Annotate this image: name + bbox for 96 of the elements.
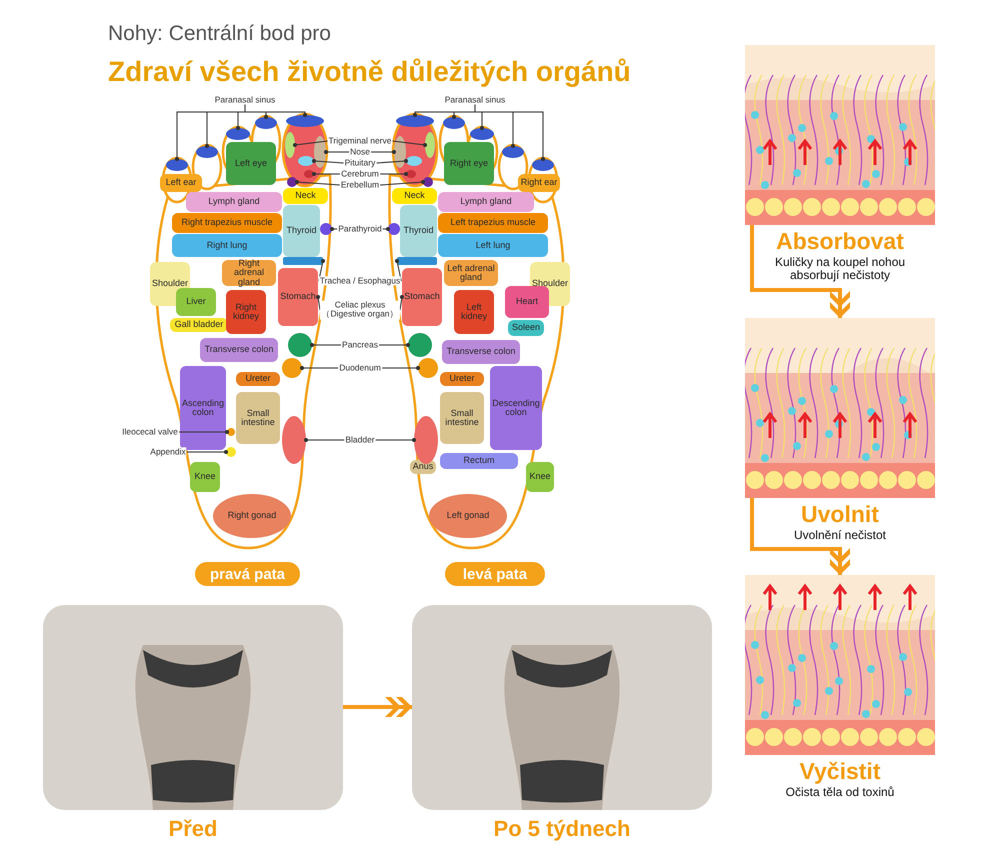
- leader-line: [392, 140, 427, 147]
- reflex-zone: Soleen: [508, 320, 544, 336]
- leader-line: [295, 180, 340, 186]
- leader-line: [375, 438, 416, 442]
- leader-line: [312, 172, 341, 176]
- leader-line: [330, 227, 338, 231]
- organ-label: Parathyroid: [337, 224, 383, 234]
- skin-layer-illustration: [745, 45, 935, 225]
- reflex-zone: Heart: [505, 286, 549, 318]
- body-silhouette-picture: [43, 605, 343, 810]
- reflex-zone: Gall bladder: [170, 318, 228, 332]
- step-description: Očista těla od toxinů: [784, 786, 896, 799]
- reflex-zone: Lymph gland: [186, 192, 282, 212]
- reflex-zone: Knee: [526, 462, 554, 492]
- photo-caption: Před: [168, 816, 218, 842]
- leader-line: [316, 295, 320, 310]
- leader-line: [293, 140, 328, 147]
- reflex-zone: Descending colon: [490, 366, 542, 450]
- organ-label: Erebellum: [340, 180, 380, 190]
- leader-line: [304, 438, 345, 442]
- reflex-zone: Right lung: [172, 234, 282, 257]
- reflex-zone: Thyroid: [400, 205, 437, 257]
- skin-layer-illustration: [745, 318, 935, 498]
- step-description: Uvolnění nečistot: [792, 529, 888, 542]
- reflex-zone: Right kidney: [226, 290, 266, 334]
- leader-line: [395, 259, 402, 282]
- organ-label: Pituitary: [344, 158, 376, 168]
- leader-line: [370, 150, 396, 154]
- organ-label: Appendix: [149, 447, 187, 457]
- reflex-zone: Left eye: [226, 142, 276, 185]
- leader-line: [380, 180, 425, 186]
- organ-label: Celiac plexus （Digestive organ）: [320, 300, 400, 320]
- step-heading: Uvolnit: [800, 501, 880, 528]
- reflex-zone: Rectum: [440, 453, 518, 469]
- reflex-point: [286, 115, 324, 127]
- reflex-point-bar: [397, 257, 437, 265]
- reflex-zone: Right ear: [518, 174, 560, 192]
- organ-label: Duodenum: [338, 363, 382, 373]
- leader-line: [400, 295, 404, 310]
- reflex-zone: Right eye: [444, 142, 494, 185]
- title: Zdraví všech životně důležitých orgánů: [108, 56, 631, 88]
- organ-label: Trachea / Esophagus: [318, 276, 402, 286]
- reflex-point: [396, 115, 434, 127]
- reflex-point-bar: [283, 257, 323, 265]
- reflex-zone: Ureter: [236, 372, 280, 386]
- subtitle: Nohy: Centrální bod pro: [108, 22, 331, 46]
- reflex-zone: Left lung: [438, 234, 548, 257]
- reflex-zone: Ascending colon: [180, 366, 226, 450]
- reflex-zone: Transverse colon: [442, 340, 520, 364]
- organ-label: Pancreas: [341, 340, 379, 350]
- reflex-zone: Transverse colon: [200, 338, 278, 362]
- foot-tag: pravá pata: [195, 562, 300, 586]
- leader-line: [186, 450, 228, 454]
- leader-line: [244, 104, 307, 117]
- reflex-zone: Left adrenal gland: [444, 260, 498, 286]
- step-heading: Vyčistit: [798, 758, 882, 785]
- reflex-zone: Ureter: [440, 372, 484, 386]
- reflex-zone: Neck: [283, 188, 328, 204]
- reflex-zone: Stomach: [278, 268, 318, 326]
- leader-line: [382, 227, 390, 231]
- reflex-zone: Right trapezius muscle: [172, 213, 282, 233]
- leader-line: [312, 159, 344, 164]
- body-silhouette-picture: [412, 605, 712, 810]
- reflex-zone: Neck: [392, 188, 437, 204]
- reflex-zone: Thyroid: [283, 205, 320, 257]
- reflex-zone: Liver: [176, 288, 216, 316]
- reflex-zone: Right adrenal gland: [222, 260, 276, 286]
- skin-layer-illustration: [745, 575, 935, 755]
- reflex-zone: Lymph gland: [438, 192, 534, 212]
- reflex-zone: Stomach: [402, 268, 442, 326]
- leader-line: [381, 366, 420, 370]
- organ-label: Trigeminal nerve: [328, 136, 392, 146]
- reflex-zone: Left trapezius muscle: [438, 213, 548, 233]
- leader-line: [324, 150, 350, 154]
- leader-line: [378, 343, 410, 347]
- leader-line: [178, 430, 229, 434]
- leader-line: [379, 172, 408, 176]
- leader-line: [310, 343, 342, 347]
- organ-label: Paranasal sinus: [444, 95, 506, 105]
- reflex-zone: Small intestine: [236, 392, 280, 444]
- organ-label: Ileocecal valve: [121, 427, 179, 437]
- photo-caption: Po 5 týdnech: [492, 816, 632, 842]
- leader-line: [474, 104, 545, 161]
- reflex-zone: Small intestine: [440, 392, 484, 444]
- organ-label: Paranasal sinus: [214, 95, 276, 105]
- leader-line: [376, 159, 408, 164]
- organ-label: Cerebrum: [340, 169, 380, 179]
- reflex-zone: Left ear: [160, 174, 202, 192]
- leader-line: [300, 366, 339, 370]
- organ-label: Bladder: [344, 435, 376, 445]
- organ-label: Nose: [349, 147, 371, 157]
- foot-tag: levá pata: [445, 562, 545, 586]
- step-heading: Absorbovat: [775, 228, 905, 255]
- reflex-zone: Knee: [190, 462, 220, 492]
- step-description: Kuličky na koupel nohou absorbují nečistoty: [774, 256, 906, 282]
- reflex-zone: Left kidney: [454, 290, 494, 334]
